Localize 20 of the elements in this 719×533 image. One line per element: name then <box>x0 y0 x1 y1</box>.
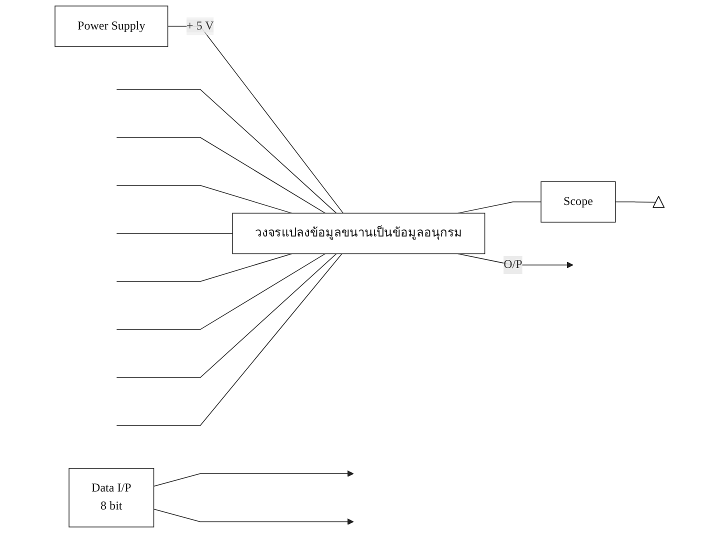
arrow <box>457 253 574 268</box>
connector <box>116 185 292 214</box>
connector <box>116 253 326 330</box>
node-box: Scope <box>540 181 616 223</box>
node-box: Power Supply <box>54 6 168 47</box>
connector <box>167 26 344 214</box>
connector <box>116 88 337 214</box>
connector <box>116 253 342 426</box>
connector <box>116 137 326 214</box>
connector <box>116 253 337 378</box>
connector <box>116 233 233 234</box>
connector <box>457 202 542 214</box>
arrow <box>153 470 354 487</box>
edge-label: O/P <box>503 258 522 271</box>
arrow <box>153 508 354 526</box>
node-box: Data I/P 8 bit <box>68 468 154 528</box>
connector <box>614 202 656 203</box>
connector <box>116 253 292 282</box>
edge-label: + 5 V <box>186 20 214 32</box>
node-box: วงจรแปลงข้อมูลขนานเป็นข้อมูลอนุกรม <box>232 212 486 254</box>
